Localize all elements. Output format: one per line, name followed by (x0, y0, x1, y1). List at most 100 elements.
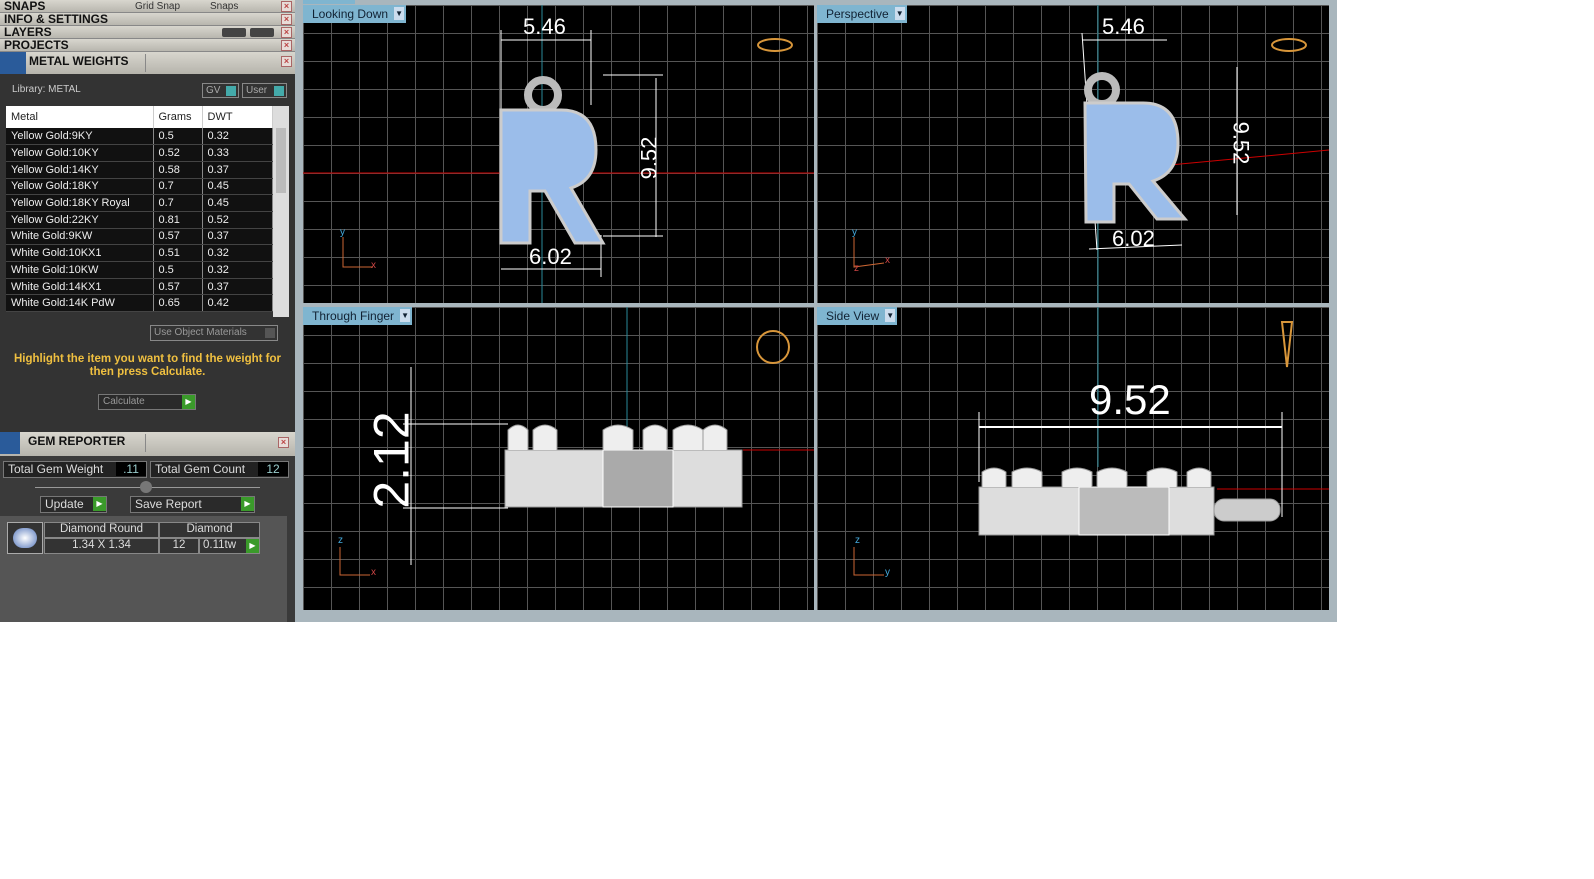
use-object-label: Use Object Materials (154, 327, 247, 338)
view-selector[interactable]: Through Finger▼ (303, 307, 413, 325)
dropdown-icon: ▼ (394, 7, 405, 20)
collapse-handle[interactable] (140, 481, 152, 493)
axis-label: y (885, 567, 890, 578)
save-report-button[interactable]: Save Report ▶ (130, 496, 255, 513)
gem-size: 1.34 X 1.34 (44, 538, 159, 554)
viewport-side-view[interactable]: Side View▼ 9.52 z y (817, 307, 1329, 610)
snaps-bar[interactable]: SNAPS Grid Snap Snaps × (0, 0, 295, 13)
dropdown-icon: ▼ (894, 7, 905, 20)
gem-shape: Diamond Round (44, 522, 159, 538)
view-name: Looking Down (312, 7, 389, 21)
dimension-width-bottom: 6.02 (1112, 226, 1155, 251)
axis-label: z (338, 535, 343, 546)
view-name: Perspective (826, 7, 889, 21)
dwt-cell: 0.45 (202, 194, 273, 212)
metal-cell: White Gold:9KW (6, 228, 154, 246)
axis-label: x (885, 255, 890, 266)
view-selector[interactable]: Side View▼ (817, 307, 898, 325)
play-icon: ▶ (182, 395, 195, 409)
grid-snap-label[interactable]: Grid Snap (135, 1, 181, 12)
value: 12 (258, 462, 288, 476)
play-icon: ▶ (241, 497, 254, 511)
viewport-looking-down[interactable]: Looking Down▼ 5.46 9.52 6.02 y x (303, 5, 814, 303)
grams-cell: 0.57 (153, 278, 203, 296)
close-icon[interactable]: × (278, 437, 289, 448)
viewport-through-finger[interactable]: Through Finger▼ 2.12 z x (303, 307, 814, 610)
grams-cell: 0.57 (153, 228, 203, 246)
dimension-width-bottom: 6.02 (529, 244, 572, 269)
gem-reporter-header: GEM REPORTER × (0, 432, 295, 456)
col-dwt[interactable]: DWT (202, 106, 273, 128)
metal-cell: Yellow Gold:22KY (6, 211, 154, 229)
axis-label: y (340, 227, 345, 238)
grams-cell: 0.65 (153, 294, 203, 313)
projects-bar[interactable]: PROJECTS× (0, 39, 295, 52)
update-button[interactable]: Update▶ (40, 496, 107, 513)
gv-toggle[interactable]: GV (202, 83, 239, 98)
value: .11 (116, 462, 146, 476)
total-gem-weight: Total Gem Weight.11 (3, 461, 147, 478)
metal-weights-header: METAL WEIGHTS × (0, 52, 295, 74)
dwt-cell: 0.32 (202, 261, 273, 279)
label: Save Report (135, 497, 202, 511)
axis-label: y (852, 227, 857, 238)
total-gem-count: Total Gem Count 12 (150, 461, 289, 478)
col-metal[interactable]: Metal (6, 106, 154, 128)
metal-cell: Yellow Gold:14KY (6, 161, 154, 179)
label: Update (45, 497, 84, 511)
dropdown-icon: ▼ (400, 309, 411, 322)
play-icon[interactable]: ▶ (246, 539, 259, 553)
tw-value: 0.11tw (203, 539, 237, 551)
grams-cell: 0.5 (153, 128, 203, 146)
user-toggle[interactable]: User (242, 83, 287, 98)
close-icon[interactable]: × (281, 56, 292, 67)
diamond-icon (13, 528, 37, 548)
axis-label: z (855, 535, 860, 546)
close-icon[interactable]: × (281, 1, 292, 12)
dwt-cell: 0.37 (202, 228, 273, 246)
label: Total Gem Count (155, 462, 246, 476)
dimension-width: 9.52 (1089, 376, 1171, 423)
snaps-label[interactable]: Snaps (210, 1, 239, 12)
dwt-cell: 0.45 (202, 178, 273, 196)
calculate-button[interactable]: Calculate▶ (98, 394, 196, 410)
close-icon[interactable]: × (281, 27, 292, 38)
dwt-cell: 0.37 (202, 161, 273, 179)
dwt-cell: 0.42 (202, 294, 273, 313)
panel-title: GEM REPORTER (28, 434, 126, 448)
table-scrollbar[interactable] (273, 106, 289, 317)
layer-shade-icon[interactable] (222, 28, 246, 37)
layers-bar[interactable]: LAYERS × (0, 26, 295, 39)
axis-label: z (854, 263, 859, 274)
left-panel: SNAPS Grid Snap Snaps × INFO & SETTINGS×… (0, 0, 295, 622)
panel-title: METAL WEIGHTS (29, 54, 129, 68)
dimension-height: 9.52 (1228, 121, 1254, 165)
use-object-materials-toggle[interactable]: Use Object Materials (150, 325, 278, 341)
gem-item[interactable] (7, 522, 43, 554)
close-icon[interactable]: × (281, 14, 292, 25)
close-icon[interactable]: × (281, 40, 292, 51)
view-selector[interactable]: Looking Down ▼ (303, 5, 407, 23)
view-selector[interactable]: Perspective ▼ (817, 5, 907, 23)
hint-text: Highlight the item you want to find the … (13, 353, 282, 378)
metal-cell: White Gold:14K PdW (6, 294, 154, 313)
grams-cell: 0.58 (153, 161, 203, 179)
gem-qty: 12 (159, 538, 199, 554)
viewport-perspective[interactable]: Perspective▼ 5.46 9.52 6.02 y z x (817, 5, 1329, 303)
info-settings-bar[interactable]: INFO & SETTINGS× (0, 13, 295, 26)
col-grams[interactable]: Grams (153, 106, 203, 128)
dropdown-icon: ▼ (885, 309, 896, 322)
grams-cell: 0.7 (153, 194, 203, 212)
eye-icon[interactable] (250, 28, 274, 37)
